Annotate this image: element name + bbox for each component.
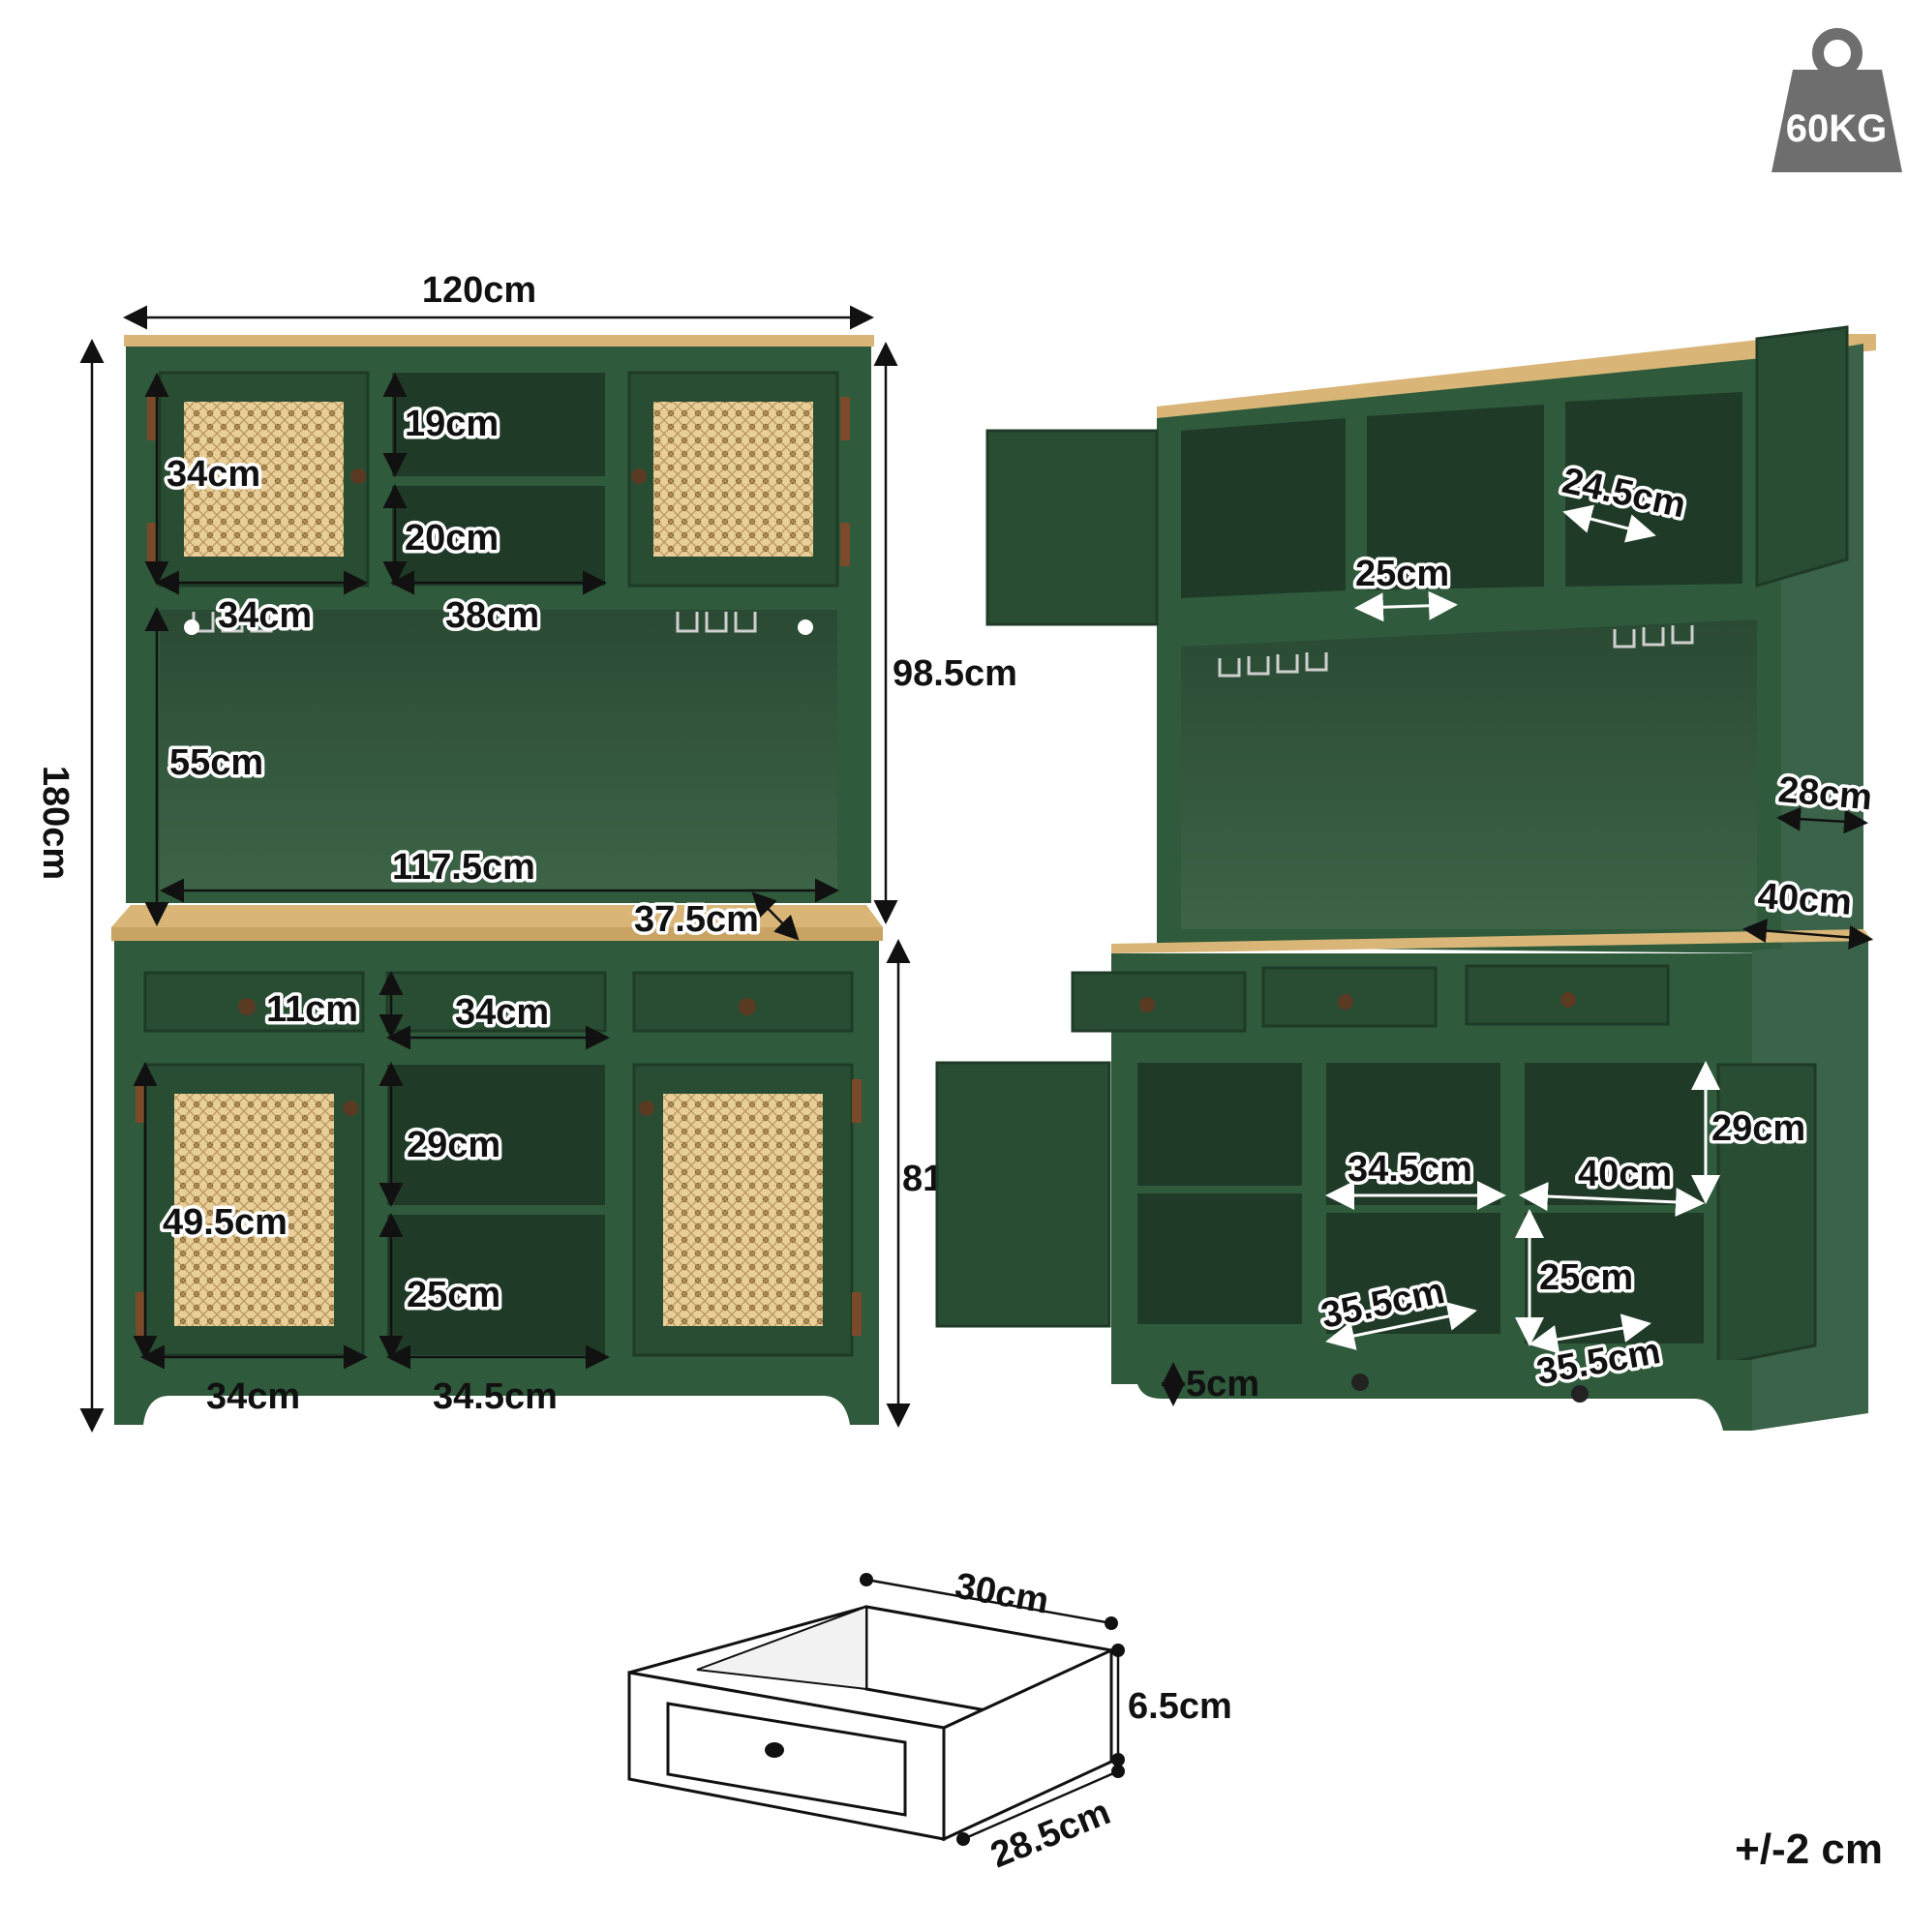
label-upper-shelf-bottom: 20cm — [405, 518, 499, 558]
persp-shelf-board — [1137, 1186, 1302, 1193]
counter-top — [111, 905, 883, 927]
light-fixture — [798, 619, 813, 635]
drawer-left — [143, 971, 365, 1033]
weight-label: 60KG — [1786, 107, 1888, 150]
label-height-total: 180cm — [35, 766, 76, 880]
front-view-dimension-lines — [79, 305, 911, 1433]
light-fixture — [184, 619, 199, 635]
persp-upper-cubby-middle — [1367, 405, 1544, 590]
open-display-area — [160, 610, 837, 891]
persp-drawer-knob — [1338, 994, 1353, 1010]
perspective-dimension-lines — [1161, 504, 1873, 1406]
label-hutch-depth: 28cm — [1776, 770, 1873, 818]
label-lower-right-top-height: 29cm — [1711, 1108, 1805, 1149]
label-lower-middle-width: 34.5cm — [1348, 1149, 1472, 1190]
hinge — [136, 1079, 145, 1123]
label-counter-depth: 37.5cm — [634, 899, 759, 940]
label-lower-door-height: 49.5cm — [163, 1202, 288, 1243]
label-lower-open-width: 34.5cm — [433, 1376, 558, 1417]
persp-drawer-left-open — [1071, 971, 1247, 1033]
persp-lower-right-door-open — [1716, 1063, 1817, 1367]
upper-left-rattan-panel — [184, 402, 344, 557]
persp-caster — [1351, 1374, 1369, 1391]
label-width-total: 120cm — [422, 270, 536, 311]
persp-drawer-knob — [1139, 997, 1155, 1012]
label-upper-cubby-width: 25cm — [1355, 554, 1449, 594]
label-lower-right-bottom-height: 25cm — [1539, 1257, 1633, 1298]
persp-upper-cubby-left — [1181, 418, 1346, 598]
upper-left-knob — [350, 468, 366, 484]
persp-shelf-board — [1326, 1205, 1500, 1213]
weight-badge: 60KG — [1772, 28, 1902, 172]
base-kick-legs — [114, 1374, 879, 1425]
front-view-cabinet — [111, 335, 883, 1425]
front-view-labels: 120cm 180cm 98.5cm 81.5cm 34cm 34cm 19cm… — [35, 270, 1027, 1417]
drawer-front-panel — [666, 1702, 907, 1817]
hinge — [136, 1292, 145, 1336]
hinge — [147, 397, 157, 440]
label-leg-height: 5cm — [1186, 1364, 1259, 1404]
lower-middle-shelf-board — [387, 1205, 605, 1215]
hinge — [840, 523, 850, 566]
label-upper-door-width: 34cm — [218, 595, 312, 636]
drawer-right — [632, 971, 854, 1033]
tolerance-note: +/-2 cm — [1735, 1826, 1883, 1873]
persp-lower-left-door-open — [935, 1061, 1111, 1328]
label-drawer-height-detail: 6.5cm — [1128, 1686, 1232, 1727]
persp-counter-top — [1111, 929, 1873, 953]
hutch-top-board — [124, 335, 874, 347]
lower-right-rattan-panel — [663, 1094, 823, 1326]
weight-icon — [1772, 28, 1902, 172]
hinge — [840, 397, 850, 440]
persp-wine-glass-rack — [1218, 625, 1694, 678]
label-lower-right-width: 40cm — [1578, 1154, 1672, 1194]
label-lower-shelf-top: 29cm — [407, 1125, 500, 1165]
persp-upper-left-door-open — [985, 429, 1159, 626]
label-lower-door-width: 34cm — [206, 1376, 300, 1417]
upper-right-rattan-panel — [653, 402, 813, 557]
lower-left-knob — [343, 1101, 358, 1116]
label-drawer-height: 11cm — [266, 989, 358, 1030]
persp-drawer-knob — [1560, 992, 1576, 1008]
persp-hutch-top — [1157, 334, 1876, 418]
drawer-front — [627, 1671, 946, 1841]
drawer-right-knob — [739, 998, 756, 1015]
drawer-detail: 30cm 6.5cm 28.5cm — [627, 1566, 1232, 1876]
persp-shelf-board — [1525, 1205, 1704, 1213]
drawer-pull-hole — [765, 1742, 784, 1758]
label-open-area-height: 55cm — [169, 742, 263, 783]
lower-right-knob — [639, 1101, 654, 1116]
label-upper-door-height: 34cm — [167, 454, 260, 495]
hinge — [852, 1292, 862, 1336]
lower-left-rattan-panel — [174, 1094, 334, 1326]
drawer-left-knob — [238, 998, 256, 1015]
label-drawer-width: 34cm — [455, 992, 549, 1033]
persp-base-legs — [1111, 1360, 1752, 1431]
hinge — [147, 523, 157, 566]
label-upper-open-width: 38cm — [445, 595, 539, 636]
perspective-view-cabinet — [935, 325, 1876, 1431]
hinge — [852, 1079, 862, 1123]
label-base-depth: 40cm — [1756, 876, 1853, 923]
counter-edge — [111, 927, 883, 941]
label-open-area-width: 117.5cm — [392, 847, 535, 888]
upper-right-knob — [631, 468, 647, 484]
drawer-left-inner — [696, 1605, 867, 1691]
persp-upper-right-door-open — [1755, 325, 1849, 588]
label-upper-shelf-top: 19cm — [405, 404, 499, 444]
label-drawer-length: 30cm — [952, 1566, 1051, 1622]
persp-open-display-area — [1181, 619, 1757, 929]
persp-caster — [1571, 1385, 1589, 1403]
upper-middle-shelf-board — [392, 476, 605, 486]
label-lower-shelf-bottom: 25cm — [407, 1275, 500, 1315]
label-hutch-height: 98.5cm — [893, 653, 1017, 694]
